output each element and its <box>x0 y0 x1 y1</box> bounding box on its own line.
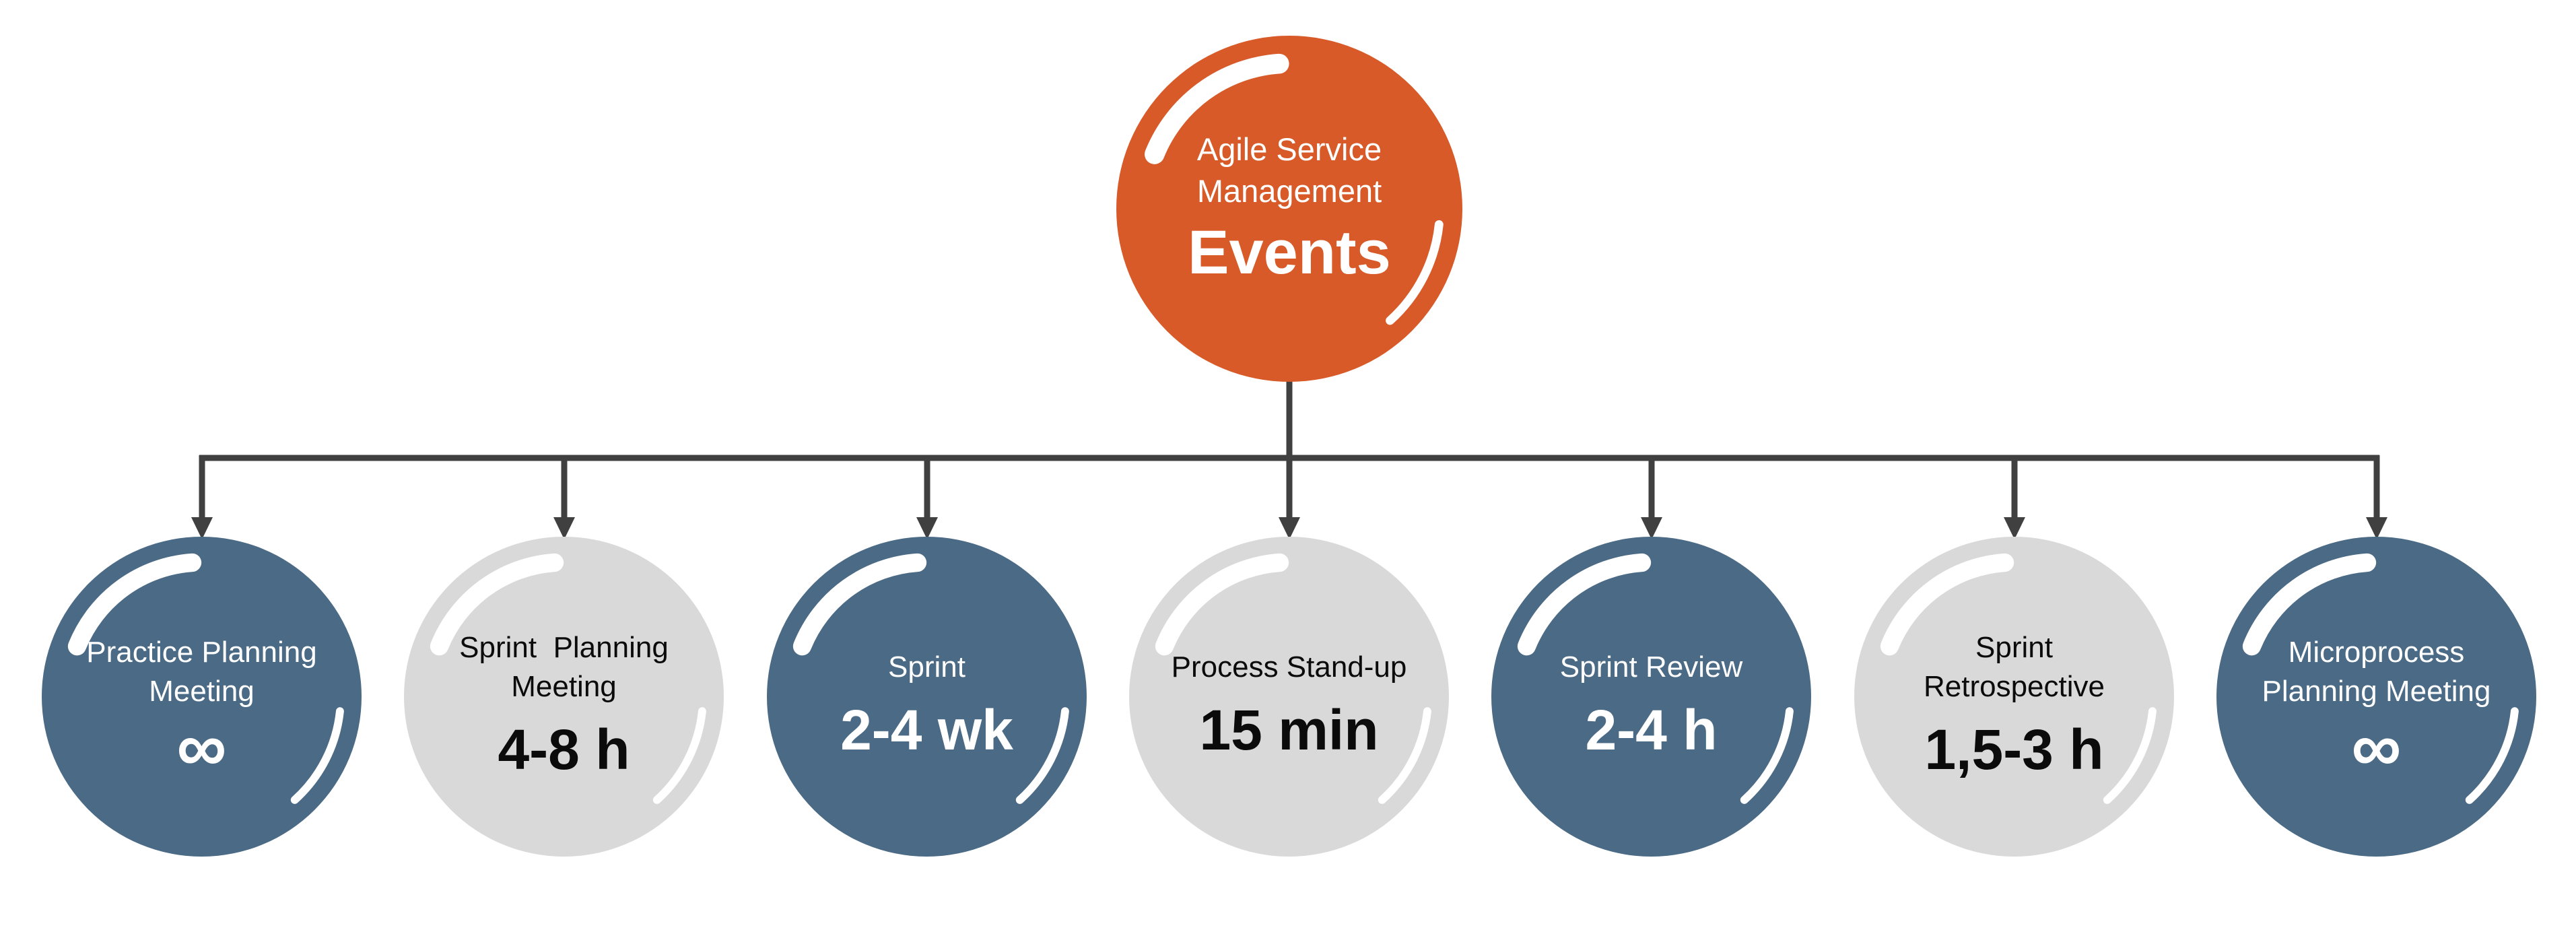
arrowhead-down-icon <box>553 517 575 539</box>
arrowhead-down-icon <box>1641 517 1662 539</box>
arrowhead-down-icon <box>2366 517 2387 539</box>
bubble-label: Sprint <box>888 651 965 684</box>
arrowhead-down-icon <box>916 517 938 539</box>
bubble-duration: 2-4 wk <box>840 698 1013 762</box>
gloss-highlight-icon <box>1155 553 1431 804</box>
arrowheads <box>191 517 2387 539</box>
bubble-label: Sprint Planning Meeting <box>459 631 669 704</box>
arrowhead-down-icon <box>2004 517 2025 539</box>
arrowhead-down-icon <box>1279 517 1300 539</box>
bubble-duration: 4-8 h <box>498 718 630 782</box>
bubble-duration: 1,5-3 h <box>1924 718 2104 782</box>
bubble-duration: ∞ <box>2351 708 2402 787</box>
bubble-duration: 15 min <box>1199 698 1379 762</box>
bubble-duration: ∞ <box>176 708 227 787</box>
event-bubble-process-stand-up: Process Stand-up 15 min <box>1129 537 1449 857</box>
gloss-highlight-icon <box>792 553 1069 804</box>
connector-arrows <box>199 455 2380 520</box>
bubble-label: Process Stand-up <box>1171 651 1407 684</box>
event-bubble-practice-planning-meeting: Practice Planning Meeting ∞ <box>42 537 362 857</box>
event-bubble-sprint-planning-meeting: Sprint Planning Meeting 4-8 h <box>404 537 724 857</box>
event-bubble-microprocess-planning-meeting: Microprocess Planning Meeting ∞ <box>2216 537 2536 857</box>
root-bubble-emphasis: Events <box>1188 218 1391 288</box>
bubble-label: Practice Planning Meeting <box>86 636 317 708</box>
root-bubble-label: Agile Service Management <box>1196 131 1382 209</box>
event-bubble-sprint-retrospective: Sprint Retrospective 1,5-3 h <box>1854 537 2174 857</box>
gloss-highlight-icon <box>1517 553 1794 804</box>
event-bubble-sprint-review: Sprint Review 2-4 h <box>1491 537 1811 857</box>
bubble-label: Sprint Review <box>1559 651 1743 684</box>
bubble-label: Microprocess Planning Meeting <box>2262 636 2491 708</box>
event-bubble-sprint: Sprint 2-4 wk <box>767 537 1087 857</box>
arrowhead-down-icon <box>191 517 213 539</box>
bubble-label: Sprint Retrospective <box>1923 631 2105 704</box>
root-bubble-events: Agile Service Management Events <box>1116 36 1462 382</box>
bubble-duration: 2-4 h <box>1585 698 1718 762</box>
